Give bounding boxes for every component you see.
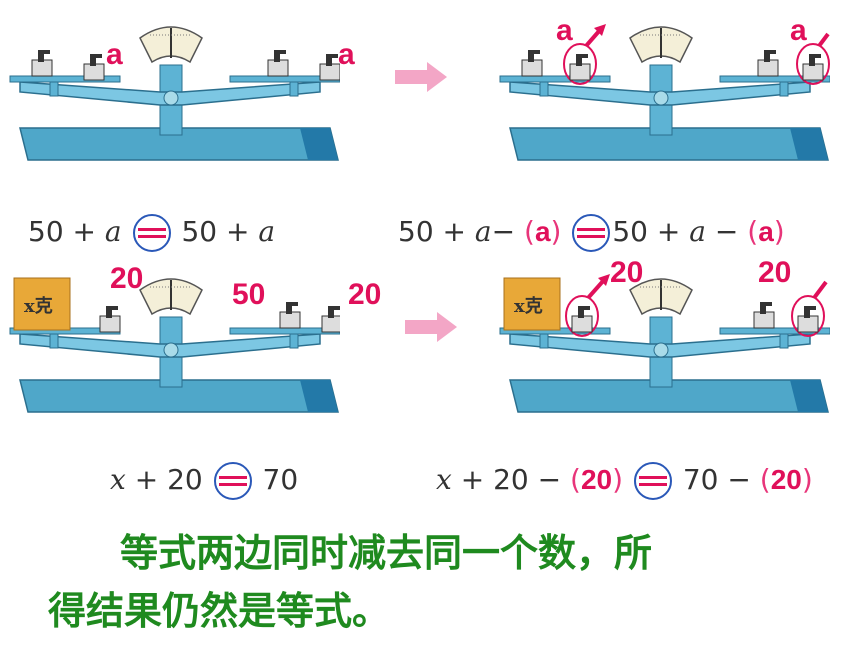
top-right-label-a1: a [556, 14, 573, 47]
equals-icon [633, 462, 672, 500]
equation-top-right: 50 + a− (a) 50 + a − (a) [398, 214, 785, 252]
conclusion-line-2: 得结果仍然是等式。 [48, 589, 391, 633]
equation-top-left: 50 + a 50 + a [28, 214, 275, 252]
balance-scale-bottom-left: x克 20 50 20 [0, 262, 381, 422]
bottom-left-label-50: 50 [232, 278, 266, 311]
top-left-label-a1: a [106, 38, 123, 71]
equation-bottom-left: x + 20 70 [110, 462, 298, 500]
arrow-right-icon [405, 312, 457, 342]
unknown-box-label: x克 [514, 296, 543, 317]
top-right-label-a2: a [790, 14, 807, 47]
equals-icon [132, 214, 171, 252]
equation-bottom-right: x + 20 − (20) 70 − (20) [436, 462, 813, 500]
conclusion-line-1: 等式两边同时减去同一个数，所 [120, 531, 653, 575]
arrow-right-icon [395, 62, 447, 92]
balance-scale-top-right: a a [490, 10, 831, 170]
unknown-box-label: x克 [24, 296, 53, 317]
balance-scale-top-left: a a [0, 10, 355, 170]
top-left-label-a2: a [338, 38, 355, 71]
bottom-right-label-20a: 20 [610, 256, 644, 289]
equals-icon [213, 462, 252, 500]
bottom-right-label-20b: 20 [758, 256, 792, 289]
bottom-left-label-20b: 20 [348, 278, 382, 311]
balance-scale-bottom-right: x克 20 20 [490, 256, 831, 422]
bottom-left-label-20a: 20 [110, 262, 144, 295]
equals-icon [572, 214, 611, 252]
